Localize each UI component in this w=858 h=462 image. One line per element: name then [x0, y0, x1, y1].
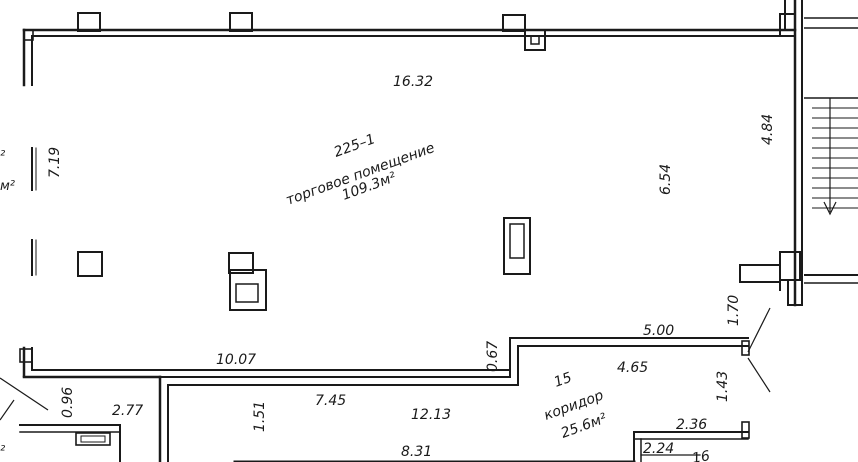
- columns: [77, 12, 801, 311]
- door-jamb-2: [741, 421, 750, 439]
- room-225-1-number: 225–1: [332, 131, 378, 161]
- door-swing-1: [747, 307, 771, 353]
- left-fragment-mid: м²: [0, 179, 15, 194]
- dim-step-height: 0.67: [485, 341, 501, 372]
- dim-door-right-2: 1.43: [715, 371, 731, 402]
- small-room-fixture: [75, 432, 111, 446]
- top-column-4-inner: [530, 35, 540, 45]
- door-swing-2: [747, 357, 771, 393]
- room-15-number: 15: [552, 370, 574, 391]
- dim-corridor-left-height: 1.51: [252, 401, 268, 432]
- dim-right-room-width-2: 2.24: [643, 441, 674, 457]
- walls: [19, 0, 803, 462]
- left-top-column: [23, 29, 34, 41]
- dim-right-room-width-1: 2.36: [676, 417, 707, 433]
- small-room-fixture-inner: [80, 435, 106, 443]
- stair-arrow-icon: [823, 201, 837, 216]
- dim-corridor-bottom-width: 8.31: [401, 444, 432, 460]
- dim-small-left-height: 0.96: [60, 387, 76, 418]
- dim-left-height: 7.19: [47, 147, 63, 178]
- left-fragment-bottom: ²: [0, 444, 5, 459]
- right-top-column: [779, 13, 796, 37]
- top-column-4: [524, 29, 546, 51]
- top-column-1: [77, 12, 101, 32]
- dim-corridor-mid-width: 12.13: [411, 407, 451, 423]
- door-jamb-1: [741, 340, 750, 356]
- dim-right-height: 4.84: [760, 114, 776, 145]
- top-column-3: [502, 14, 526, 32]
- leaders: [0, 307, 771, 421]
- right-lower-column: [779, 251, 801, 281]
- room-labels: 225–1 торговое помещение 109.3м² 15 кори…: [0, 131, 609, 459]
- leader-left-2: [0, 399, 15, 421]
- dim-top-width: 16.32: [393, 74, 433, 90]
- right-room-number: 16: [691, 448, 711, 462]
- left-lower-column: [19, 348, 33, 363]
- left-fragment-top: ²: [0, 149, 5, 164]
- leader-left-1: [0, 377, 49, 411]
- column-mid-base: [229, 269, 267, 311]
- top-column-2: [229, 12, 253, 32]
- dim-corridor-top-width: 5.00: [643, 323, 674, 339]
- column-left: [77, 251, 103, 277]
- stairs: [804, 17, 858, 284]
- dim-inner-height: 6.54: [658, 164, 674, 195]
- dim-bottom-left-width: 10.07: [216, 352, 256, 368]
- dimension-labels: 16.32 4.84 6.54 7.19 10.07 0.67 5.00 4.6…: [47, 74, 776, 462]
- dim-corridor-inner-width: 4.65: [617, 360, 648, 376]
- dim-small-left-width: 2.77: [112, 403, 143, 419]
- column-right: [503, 217, 531, 275]
- dim-door-right-1: 1.70: [726, 295, 742, 326]
- column-mid: [228, 252, 254, 274]
- column-right-inner: [509, 223, 525, 259]
- column-mid-inner: [235, 283, 259, 303]
- dim-corridor-left-width: 7.45: [315, 393, 346, 409]
